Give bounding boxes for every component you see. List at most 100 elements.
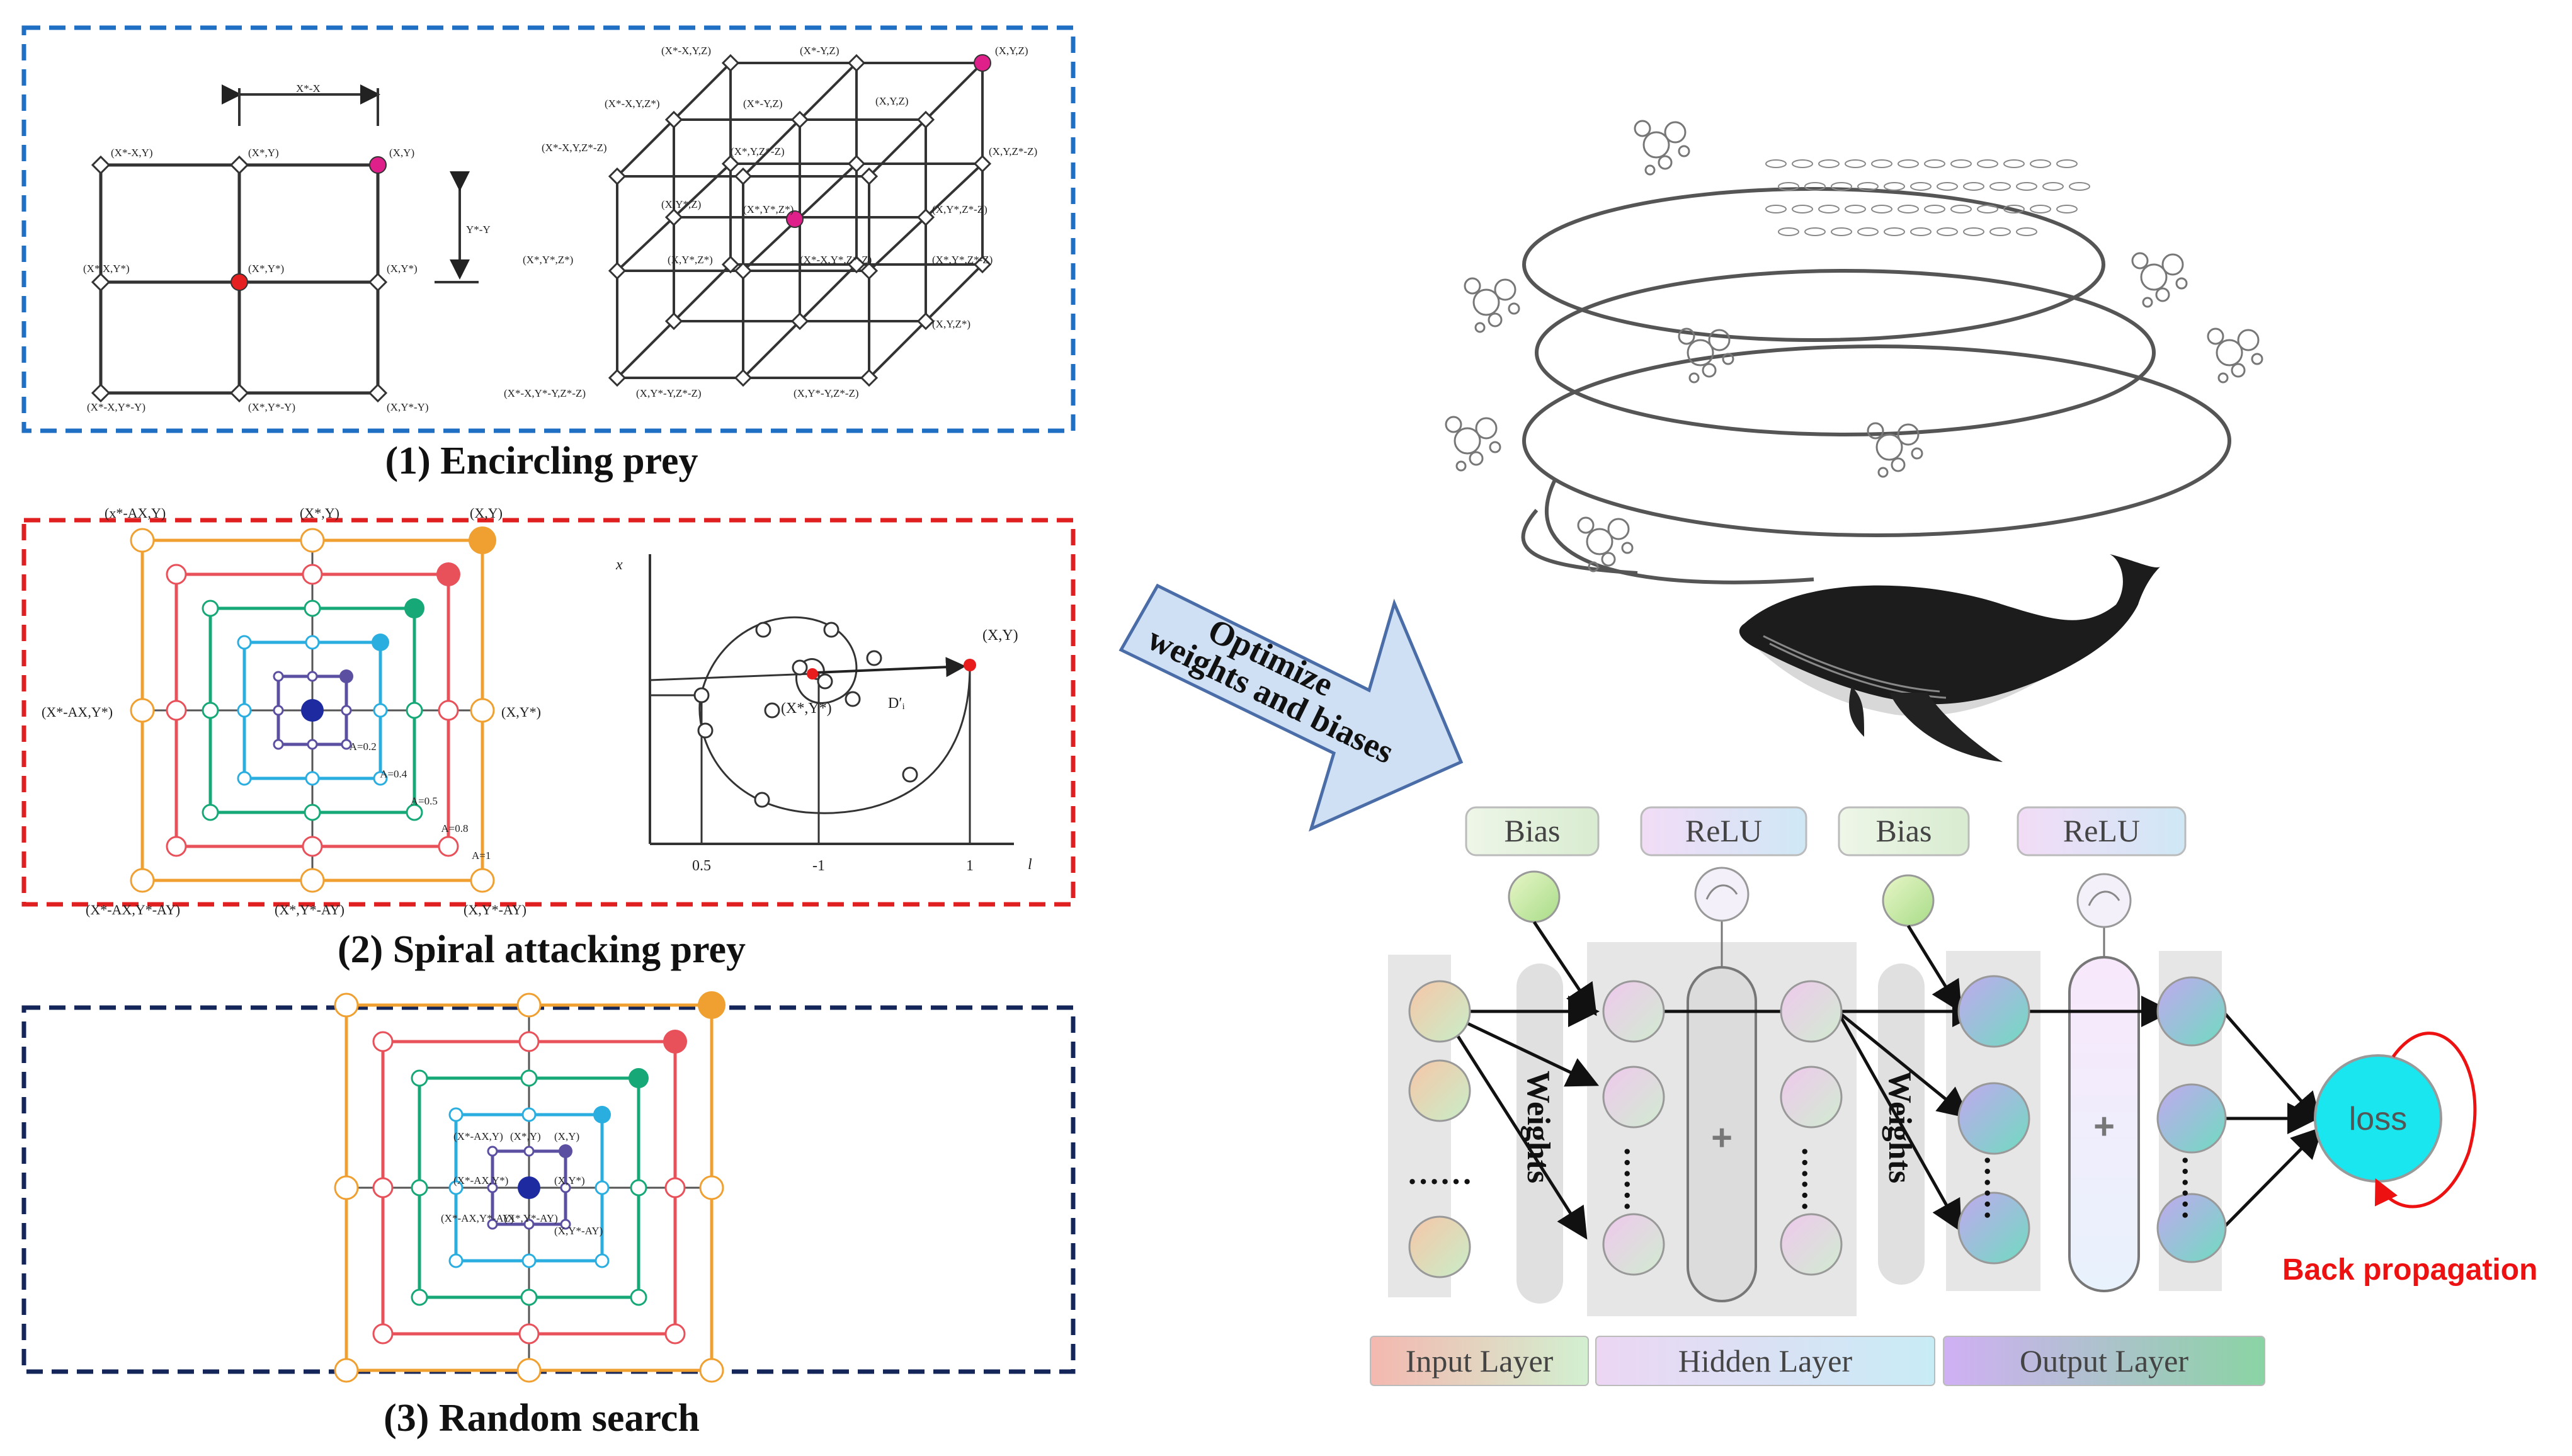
cube-node: [734, 368, 753, 387]
fish: [2042, 182, 2064, 191]
fish: [1845, 159, 1866, 168]
spiral-curve: [698, 616, 971, 814]
square-corner-node: [593, 1106, 611, 1123]
square-node: [448, 1180, 464, 1195]
fish: [1924, 205, 1945, 213]
square-node: [516, 992, 542, 1018]
fish: [1950, 205, 1972, 213]
fish: [1937, 227, 1958, 236]
encircling-3d-nodes: [608, 54, 992, 387]
grid-node: [91, 155, 111, 175]
top-box-label: Bias: [1505, 813, 1561, 848]
cube-node: [973, 255, 992, 274]
grid-node: [368, 272, 388, 292]
layer-label: Input Layer: [1406, 1343, 1554, 1379]
cube-node-pink: [974, 54, 991, 72]
bubble: [1577, 516, 1595, 534]
layer-box-2: [1595, 1336, 1935, 1386]
cube-node: [847, 54, 866, 72]
spiral-point: [764, 702, 780, 719]
bubble: [1687, 339, 1714, 367]
bubble: [1664, 121, 1687, 144]
square-corner-node: [469, 526, 496, 554]
fish: [1963, 227, 1984, 236]
a-label: A=0.8: [441, 822, 468, 834]
bubble: [1475, 417, 1498, 440]
cube-node: [860, 167, 879, 186]
bubble: [1455, 460, 1467, 472]
square-node: [595, 1180, 610, 1195]
layer-label: Output Layer: [2020, 1343, 2188, 1379]
square-node: [237, 703, 252, 718]
cube-label: (X,Y,Z): [875, 95, 909, 107]
cube-label: (X,Y*,Z*): [668, 254, 713, 266]
square-label: (X,Y): [470, 505, 503, 521]
cube-label: (X*,Y*,Z*-Z): [932, 254, 993, 266]
cube-node: [847, 154, 866, 173]
loss-label: loss: [2349, 1101, 2407, 1137]
square-node: [302, 836, 323, 857]
cube-node-center: [786, 210, 804, 228]
fish: [1765, 205, 1787, 213]
spiral-point: [755, 622, 771, 638]
bubble: [2231, 363, 2246, 378]
random-label: (X,Y): [554, 1130, 579, 1142]
plot-y-axis-label: x: [615, 557, 623, 573]
fish: [2030, 159, 2051, 168]
square-node: [487, 1219, 498, 1230]
fish: [1898, 205, 1919, 213]
square-node: [406, 702, 423, 719]
bubble: [2216, 339, 2243, 367]
square-corner-node: [339, 669, 353, 683]
encircling-2d-dimensions: [222, 84, 479, 283]
top-box-label: ReLU: [1685, 813, 1762, 848]
svg-text:……: ……: [1795, 1146, 1831, 1212]
bubble: [2237, 329, 2260, 351]
cube-label: (X*-X,Y,Z): [661, 45, 711, 57]
distance-label: D′ᵢ: [888, 695, 905, 712]
cube-node: [790, 312, 809, 331]
square-node: [130, 528, 155, 553]
square-node: [664, 1177, 686, 1198]
square-node: [411, 1179, 428, 1197]
square-node: [334, 1175, 359, 1200]
weights-label-2: Weights: [1882, 1071, 1918, 1183]
square-corner-node: [436, 562, 460, 586]
cube-label: (X,Y*-Y,Z*-Z): [636, 387, 702, 399]
bubble: [1911, 447, 1923, 460]
square-node: [300, 868, 325, 893]
bubble: [1688, 372, 1700, 384]
a-label: A=0.4: [380, 768, 407, 780]
spiral-point: [845, 691, 861, 707]
relu-node-2: [2076, 873, 2132, 928]
square-node: [487, 1182, 498, 1193]
bubble: [1469, 451, 1484, 466]
fish: [1963, 182, 1984, 191]
bubble: [1678, 327, 1695, 345]
bubble: [1474, 322, 1486, 333]
weights-panel-1: [1516, 964, 1563, 1304]
fish: [1792, 159, 1813, 168]
bubble: [1634, 120, 1651, 137]
square-node: [130, 868, 155, 893]
square-node: [341, 739, 352, 750]
output-neurons-b: ……: [2156, 976, 2227, 1263]
square-node: [470, 698, 495, 723]
fish: [2030, 205, 2051, 213]
output-plus: +: [2093, 1106, 2115, 1147]
square-node: [302, 564, 323, 585]
square-node: [411, 1069, 428, 1087]
square-node: [438, 836, 459, 857]
cube-node: [734, 261, 753, 280]
square-label: (x*-AX,Y): [105, 505, 166, 521]
cube-node: [721, 154, 740, 173]
square-node: [470, 868, 495, 893]
fish: [2003, 159, 2025, 168]
spiral-point: [693, 687, 710, 703]
grid-2d-label: (X*,Y*-Y): [248, 401, 295, 413]
bubble: [1891, 457, 1906, 472]
weights-label-1: Weights: [1520, 1071, 1556, 1183]
cube-node: [608, 261, 627, 280]
bubble: [2207, 327, 2224, 345]
